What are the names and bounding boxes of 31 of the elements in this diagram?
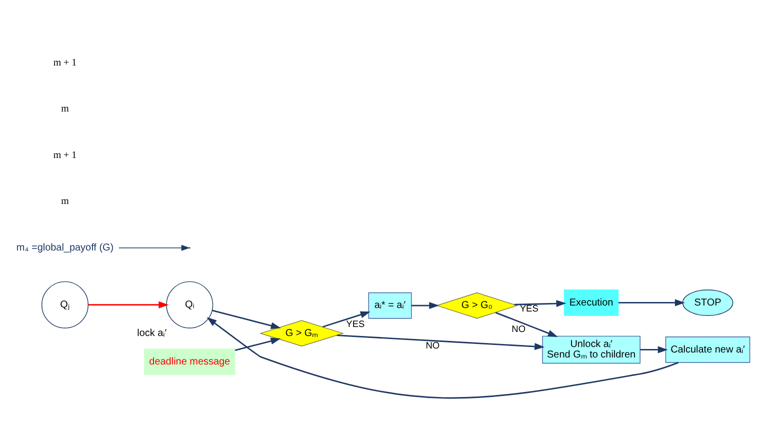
label: m — [61, 103, 69, 114]
edge-label: YES — [346, 318, 365, 328]
arrow — [336, 334, 545, 350]
label: m + 1 — [53, 149, 77, 160]
edge-label: NO — [426, 340, 440, 350]
node-diamond: G > G₀ — [436, 292, 518, 318]
node-circle: Qⱼ — [42, 280, 88, 328]
node-box: Calculate new aᵢ′ — [665, 336, 750, 362]
arrow — [206, 316, 679, 398]
arrow — [411, 302, 440, 309]
node-ellipse: STOP — [682, 289, 734, 316]
node-text: m₄ =global_payoff (G) — [16, 242, 114, 253]
arrow — [618, 298, 685, 306]
arrow — [118, 244, 190, 250]
arrow — [88, 300, 169, 308]
edge-label: YES — [520, 302, 538, 313]
node-box: Unlock aᵢ′ Send Gₘ to children — [542, 335, 640, 364]
arrow — [495, 311, 558, 336]
arrow — [322, 310, 370, 328]
node-box: aᵢ* = aᵢ′ — [368, 292, 412, 318]
edge-label: NO — [512, 323, 526, 334]
arrow — [234, 337, 281, 350]
node-label: lock aᵢ′ — [137, 327, 167, 338]
node-circle: Qᵢ — [166, 280, 214, 328]
arrow — [640, 346, 668, 353]
node-box: Execution — [564, 289, 619, 316]
node-box: deadline message — [144, 348, 236, 374]
arrow — [212, 309, 281, 329]
label: m + 1 — [53, 56, 77, 68]
arrow — [514, 300, 566, 307]
label: m — [61, 196, 69, 207]
